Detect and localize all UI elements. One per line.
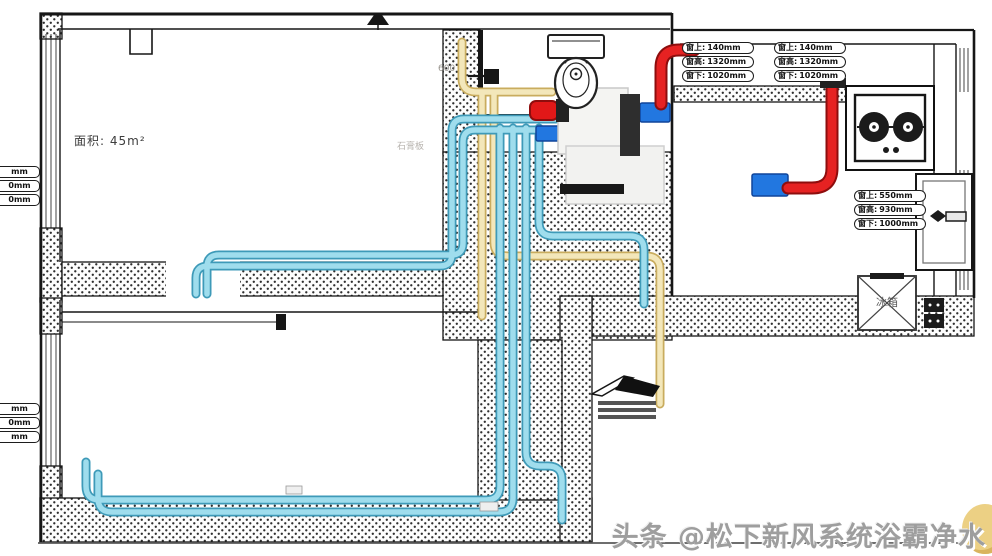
dim-pill: 窗高:1320mm: [682, 56, 754, 68]
dim-pill-truncated: 0mm: [0, 194, 40, 206]
wall-lines: [38, 12, 990, 544]
window-dims-bath: 窗上:140mm 窗高:1320mm 窗下:1020mm: [682, 42, 754, 84]
dim-pill-truncated: mm: [0, 166, 40, 178]
roof-symbol-icon: [589, 375, 660, 419]
dim-pill: 窗下:1000mm: [854, 218, 926, 230]
dim-pill-truncated: mm: [0, 403, 40, 415]
gypsum-note: 石膏板: [397, 142, 425, 152]
dim-pill: 窗下:1020mm: [774, 70, 846, 82]
dim-pill: 窗上:140mm: [682, 42, 754, 54]
toilet-icon: [547, 34, 605, 110]
window-dims-left-bottom: mm 0mm mm: [0, 403, 40, 445]
dim-pill: 窗上:140mm: [774, 42, 846, 54]
watermark-logo: [962, 504, 992, 554]
window-dims-left-top: mm 0mm 0mm: [0, 166, 40, 208]
duct-tag: [285, 485, 303, 495]
window-dims-kitchen-side: 窗上:550mm 窗高:930mm 窗下:1000mm: [854, 190, 926, 232]
fridge-label: 冰箱: [876, 296, 898, 309]
gas-stove-icon: [845, 85, 935, 171]
dim-pill-truncated: 0mm: [0, 180, 40, 192]
refrigerator-icon: [857, 273, 917, 331]
wall-socket-icon: [924, 298, 944, 328]
dim-pill-truncated: mm: [0, 431, 40, 443]
dim-pill: 窗高:1320mm: [774, 56, 846, 68]
dim-pill: 窗高:930mm: [854, 204, 926, 216]
dim-pill: 窗上:550mm: [854, 190, 926, 202]
unit-exhaust-port: [529, 100, 559, 121]
watermark-text: 头条 @松下新风系统浴霸净水: [611, 522, 986, 553]
room-area-label: 面积: 45m²: [74, 134, 146, 148]
exhaust-pipes: [654, 43, 846, 195]
return-duct-network: [457, 37, 665, 409]
dim-pill: 窗下:1020mm: [682, 70, 754, 82]
ceiling-vent-icon: [367, 15, 389, 30]
duct-tag: [479, 501, 499, 512]
dim-pill-truncated: 0mm: [0, 417, 40, 429]
valve-icon: [468, 69, 499, 84]
window-dims-kitchen-top: 窗上:140mm 窗高:1320mm 窗下:1020mm: [774, 42, 846, 84]
wall-dimension: 600: [438, 64, 456, 74]
supply-duct-network: [81, 114, 649, 525]
unit-side-panel: [620, 94, 640, 156]
